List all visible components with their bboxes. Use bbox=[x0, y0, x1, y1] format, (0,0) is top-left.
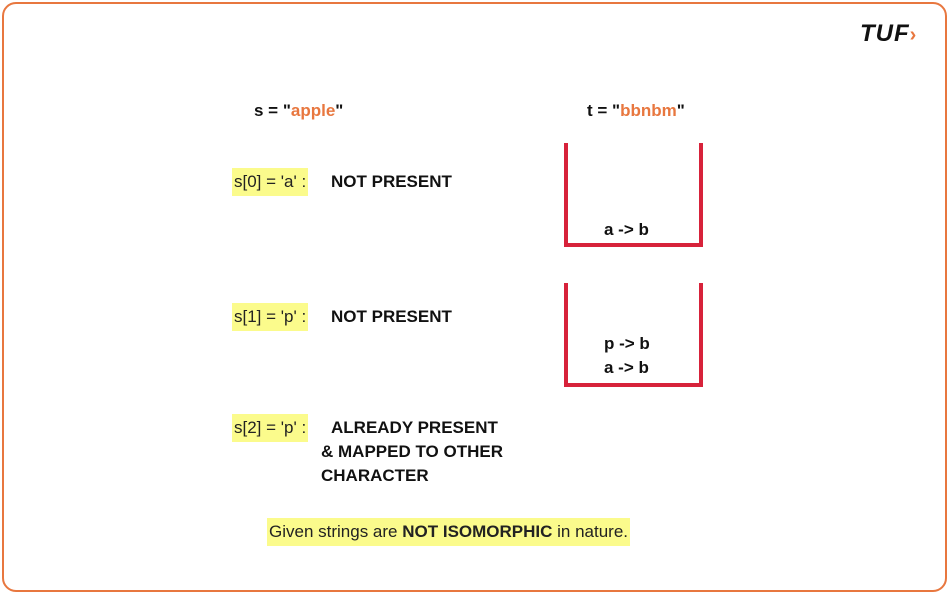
step-1-status: NOT PRESENT bbox=[331, 307, 452, 326]
stack1-entry: a -> b bbox=[604, 220, 649, 239]
tuf-logo: TUF› bbox=[860, 20, 918, 47]
step-2-status-line3: CHARACTER bbox=[321, 466, 429, 485]
s-string-label: s = "apple" bbox=[254, 101, 344, 120]
step-2-status-line1: ALREADY PRESENT bbox=[331, 418, 498, 437]
step-0-label: s[0] = 'a' : bbox=[232, 168, 309, 196]
stack2-entry: p -> b bbox=[604, 334, 650, 353]
t-string-label: t = "bbnbm" bbox=[587, 101, 685, 120]
map-stack-1 bbox=[564, 143, 703, 247]
conclusion: Given strings are NOT ISOMORPHIC in natu… bbox=[267, 518, 631, 546]
step-0-status: NOT PRESENT bbox=[331, 172, 452, 191]
step-2-status-line2: & MAPPED TO OTHER bbox=[321, 442, 503, 461]
map-stack-2 bbox=[564, 283, 703, 387]
step-2-label: s[2] = 'p' : bbox=[232, 414, 309, 442]
stack2-entry: a -> b bbox=[604, 358, 649, 377]
step-1-label: s[1] = 'p' : bbox=[232, 303, 309, 331]
